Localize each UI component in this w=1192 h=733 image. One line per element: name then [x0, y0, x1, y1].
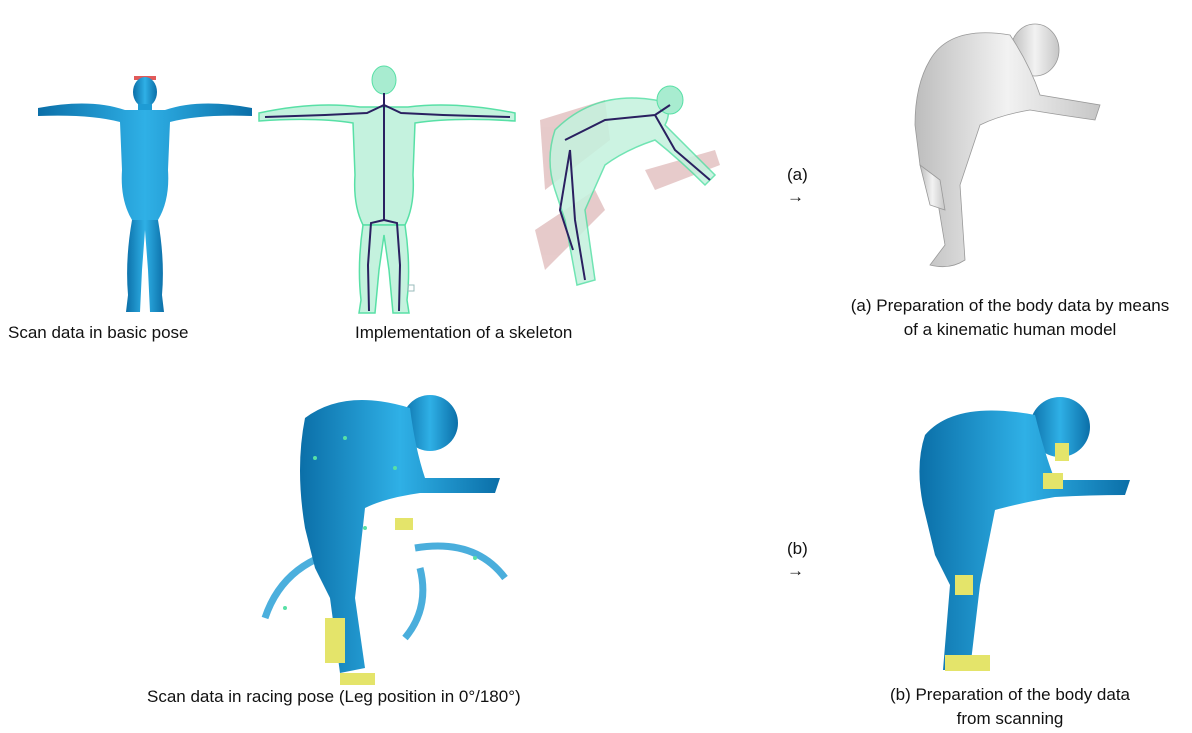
caption-racing-pose: Scan data in racing pose (Leg position i…	[147, 685, 521, 709]
caption-prep-a: (a) Preparation of the body data by mean…	[850, 294, 1170, 342]
figure-kinematic-model	[890, 5, 1130, 280]
figure-skeleton-racing-pose	[515, 80, 740, 300]
arrow-a-icon: →	[787, 186, 808, 208]
arrow-b-label: (b)	[787, 538, 808, 560]
arrow-a-label: (a)	[787, 164, 808, 186]
figure-scan-basic-pose	[30, 70, 280, 320]
gray-racing-body	[890, 5, 1130, 280]
arrow-b: (b) →	[787, 538, 808, 582]
green-mesh-tpose	[255, 65, 520, 320]
caption-skeleton: Implementation of a skeleton	[355, 321, 572, 345]
blue-tpose-body	[30, 70, 280, 320]
caption-prep-b: (b) Preparation of the body data from sc…	[880, 683, 1140, 731]
bike-fragments	[265, 546, 505, 638]
figure-skeleton-tpose	[255, 65, 520, 320]
arrow-a: (a) →	[787, 164, 808, 208]
arrow-b-icon: →	[787, 560, 808, 582]
blue-racing-body	[895, 385, 1140, 680]
figure-scanning-body	[895, 385, 1140, 680]
caption-scan-basic-pose: Scan data in basic pose	[8, 321, 189, 345]
green-mesh-racing	[515, 80, 740, 300]
figure-scan-racing-pose	[245, 378, 530, 698]
blue-racing-scan	[245, 378, 530, 698]
